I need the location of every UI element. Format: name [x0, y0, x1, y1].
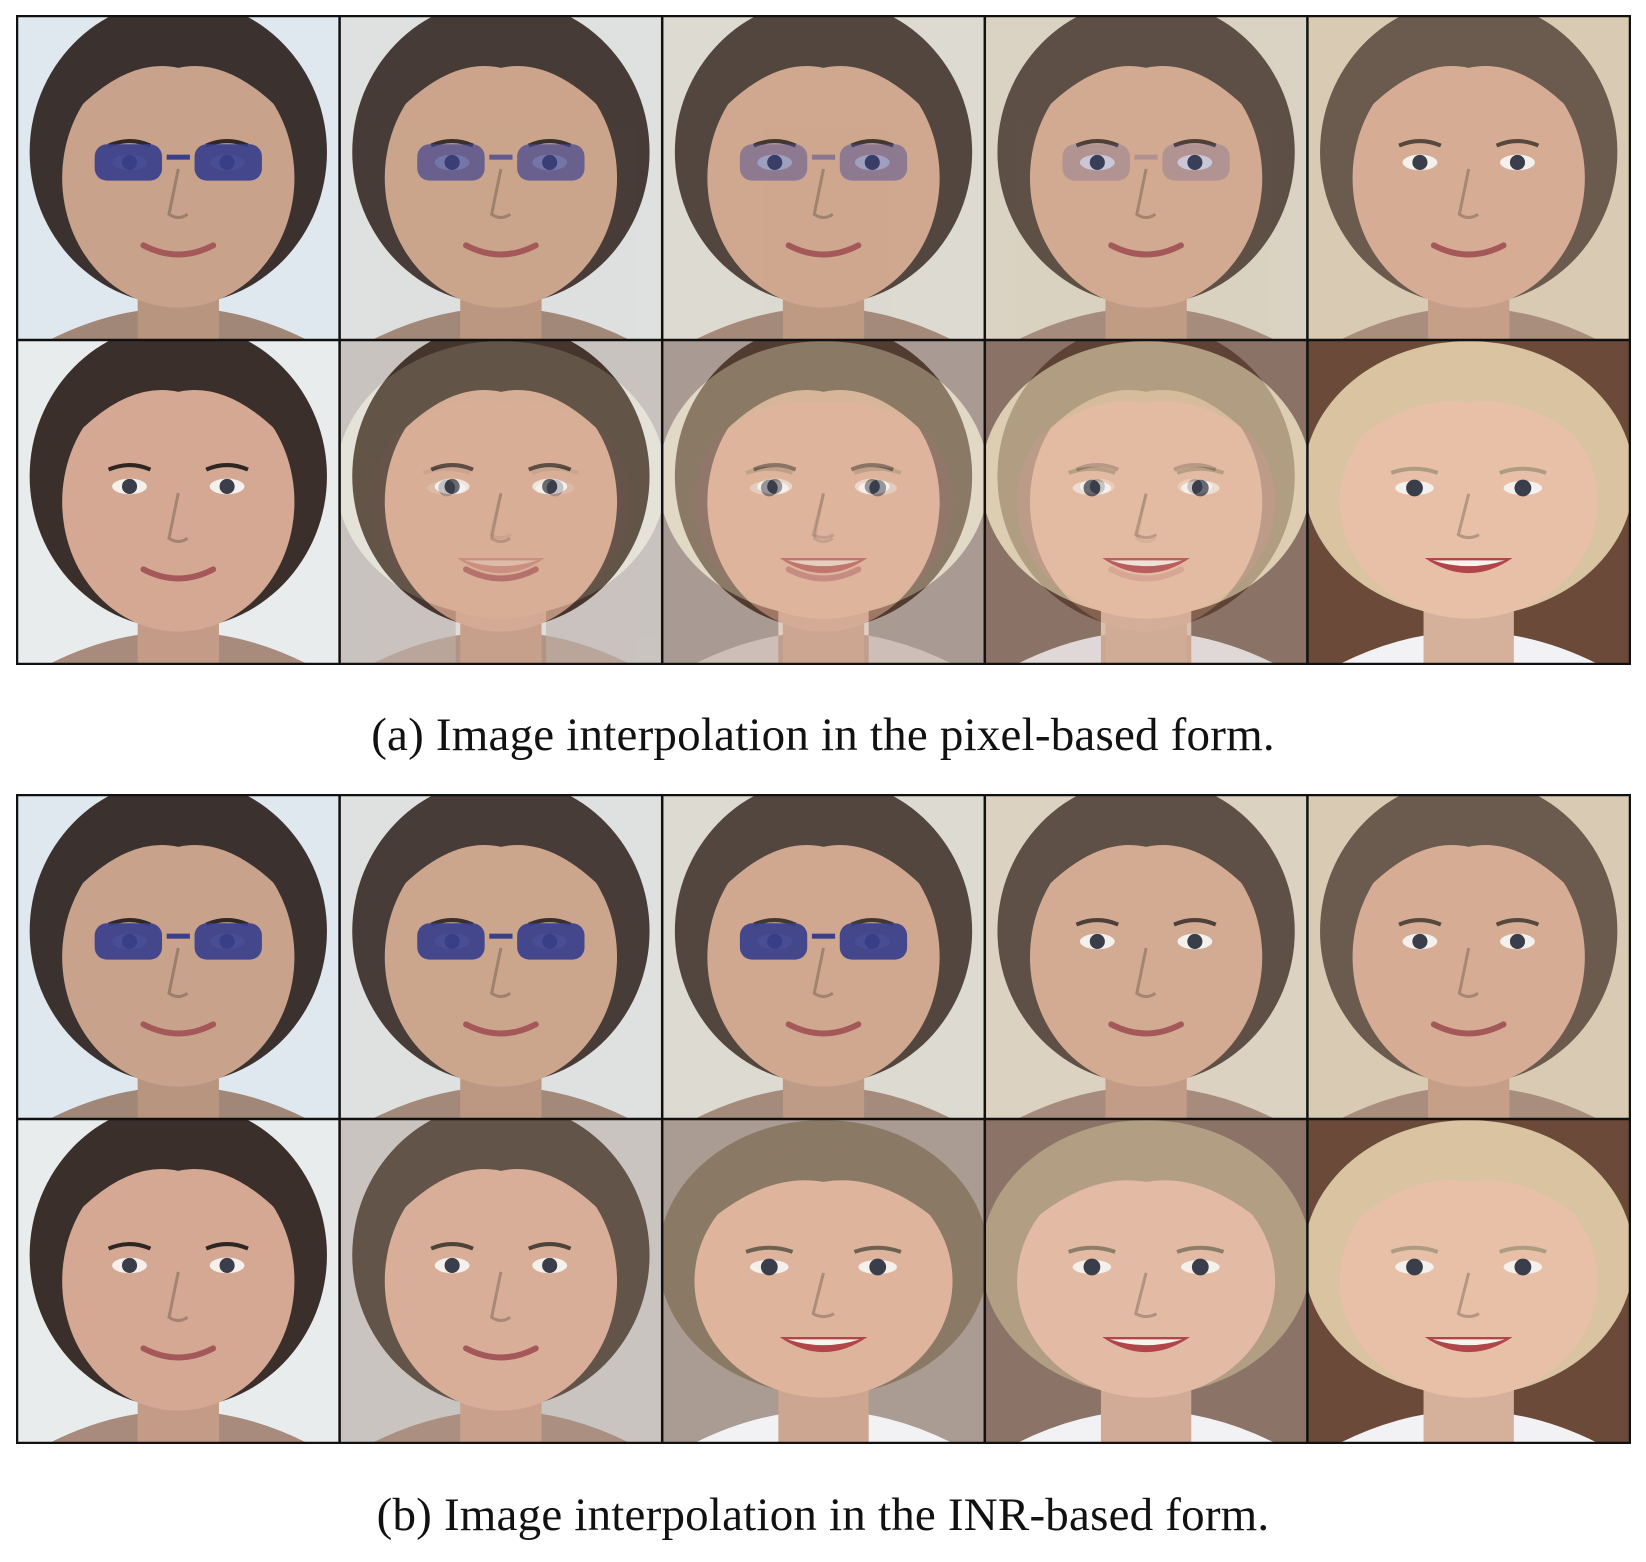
face-target-layer [984, 340, 1308, 664]
cell-border [1307, 16, 1630, 341]
face-interpolated [1307, 795, 1630, 1119]
face-interpolated [339, 795, 663, 1119]
cell-border [661, 339, 986, 664]
cell-border [339, 795, 663, 1120]
caption-inr-based: (b) Image interpolation in the INR-based… [376, 1489, 1270, 1541]
face-target-layer [339, 16, 663, 340]
cell-border [339, 16, 663, 341]
cell-border [984, 795, 1308, 1120]
face-cell-b-r1-c4 [984, 795, 1308, 1120]
face-target-layer [1307, 340, 1630, 664]
cell-border [17, 339, 340, 664]
cell-border [984, 339, 1308, 664]
face-target-layer [662, 16, 985, 340]
face-cell-b-r1-c5 [1307, 795, 1630, 1120]
face-interpolated [662, 1119, 985, 1443]
face-target-layer [339, 340, 663, 664]
interpolation-grid-pixel [16, 15, 1631, 665]
face-interpolated [1307, 1119, 1630, 1443]
face-cell-a-r1-c4 [984, 16, 1308, 341]
cell-border [17, 16, 340, 341]
face-cell-b-r2-c5 [1307, 1118, 1630, 1443]
cell-border [984, 1118, 1308, 1443]
cell-border [17, 1118, 340, 1443]
face-grid-svg-b [17, 795, 1630, 1443]
face-cell-a-r1-c5 [1307, 16, 1630, 341]
figure-panel-a [16, 15, 1631, 665]
face-source-layer [339, 340, 663, 664]
face-cell-b-r1-c3 [661, 795, 986, 1120]
cell-border [17, 795, 340, 1120]
cell-border [339, 339, 663, 664]
face-grid-svg-a [17, 16, 1630, 664]
face-cell-a-r2-c3 [661, 339, 986, 664]
cell-border [661, 1118, 986, 1443]
cell-border [1307, 339, 1630, 664]
face-interpolated [339, 1119, 663, 1443]
caption-pixel-based: (a) Image interpolation in the pixel-bas… [371, 709, 1275, 761]
face-source-layer [339, 16, 663, 340]
face-target-layer [984, 16, 1308, 340]
face-cell-b-r1-c1 [17, 795, 340, 1120]
face-cell-a-r1-c1 [17, 16, 340, 341]
face-cell-a-r1-c3 [661, 16, 986, 341]
face-cell-a-r2-c2 [339, 339, 663, 664]
face-interpolated [17, 1119, 340, 1443]
cell-border [1307, 795, 1630, 1120]
face-interpolated [984, 795, 1308, 1119]
face-target-layer [662, 340, 985, 664]
face-cell-a-r2-c1 [17, 339, 340, 664]
cell-border [339, 1118, 663, 1443]
face-source-layer [17, 16, 340, 340]
cell-border [661, 795, 986, 1120]
face-source-layer [17, 340, 340, 664]
face-cell-a-r1-c2 [339, 16, 663, 341]
cell-border [984, 16, 1308, 341]
face-interpolated [984, 1119, 1308, 1443]
face-interpolated [17, 795, 340, 1119]
face-cell-b-r1-c2 [339, 795, 663, 1120]
figure-panel-b [16, 794, 1631, 1444]
face-target-layer [1307, 16, 1630, 340]
cell-border [1307, 1118, 1630, 1443]
face-cell-a-r2-c5 [1307, 339, 1630, 664]
face-cell-b-r2-c3 [661, 1118, 986, 1443]
face-cell-a-r2-c4 [984, 339, 1308, 664]
face-cell-b-r2-c4 [984, 1118, 1308, 1443]
face-interpolated [662, 795, 985, 1119]
interpolation-grid-inr [16, 794, 1631, 1444]
face-cell-b-r2-c2 [339, 1118, 663, 1443]
face-cell-b-r2-c1 [17, 1118, 340, 1443]
cell-border [661, 16, 986, 341]
